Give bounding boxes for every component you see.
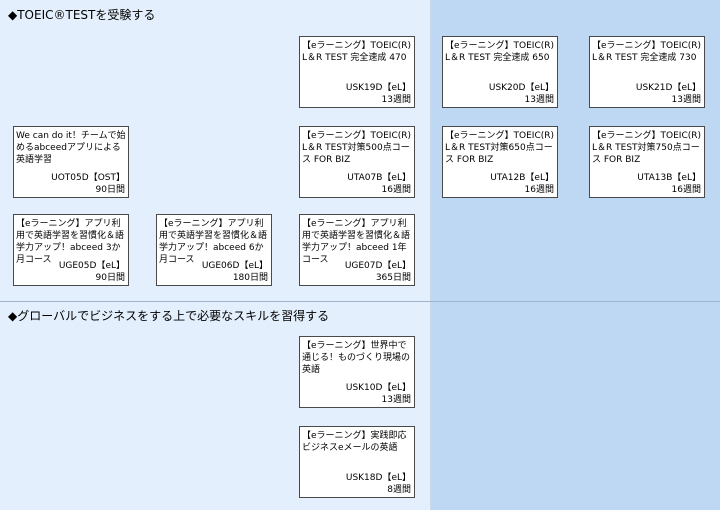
- course-card-uge07d[interactable]: 【eラーニング】アプリ利用で英語学習を習慣化＆語学力アップ！abceed 1年コ…: [299, 214, 415, 286]
- course-title: 【eラーニング】アプリ利用で英語学習を習慣化＆語学力アップ！abceed 3か月…: [16, 219, 125, 265]
- course-card-uot05d[interactable]: We can do it！チームで始めるabceedアプリによる英語学習 UOT…: [13, 126, 129, 198]
- course-duration: 13週間: [524, 95, 554, 105]
- course-title: 【eラーニング】TOEIC(R) L＆R TEST 完全速成 730: [592, 41, 702, 63]
- course-code: UGE06D【eL】: [201, 261, 268, 271]
- course-title: 【eラーニング】TOEIC(R) L＆R TEST対策500点コース FOR B…: [302, 131, 412, 165]
- section-heading-toeic: ◆TOEIC®TESTを受験する: [8, 8, 156, 22]
- course-code: USK20D【eL】: [488, 83, 554, 93]
- course-card-uge05d[interactable]: 【eラーニング】アプリ利用で英語学習を習慣化＆語学力アップ！abceed 3か月…: [13, 214, 129, 286]
- course-card-usk19d[interactable]: 【eラーニング】TOEIC(R) L＆R TEST 完全速成 470 USK19…: [299, 36, 415, 108]
- course-card-uge06d[interactable]: 【eラーニング】アプリ利用で英語学習を習慣化＆語学力アップ！abceed 6か月…: [156, 214, 272, 286]
- course-duration: 180日間: [232, 273, 268, 283]
- course-card-usk20d[interactable]: 【eラーニング】TOEIC(R) L＆R TEST 完全速成 650 USK20…: [442, 36, 558, 108]
- course-code: UTA07B【eL】: [347, 173, 411, 183]
- course-title: 【eラーニング】実践即応 ビジネスeメールの英語: [302, 431, 407, 453]
- course-code: UTA13B【eL】: [637, 173, 701, 183]
- course-duration: 16週間: [524, 185, 554, 195]
- course-duration: 16週間: [671, 185, 701, 195]
- section-heading-global-business: ◆グローバルでビジネスをする上で必要なスキルを習得する: [8, 309, 330, 323]
- course-card-uta13b[interactable]: 【eラーニング】TOEIC(R) L＆R TEST対策750点コース FOR B…: [589, 126, 705, 198]
- course-code: USK21D【eL】: [635, 83, 701, 93]
- course-code: USK10D【eL】: [345, 383, 411, 393]
- course-duration: 13週間: [381, 95, 411, 105]
- course-code: UGE07D【eL】: [344, 261, 411, 271]
- course-code: USK19D【eL】: [345, 83, 411, 93]
- course-title: 【eラーニング】アプリ利用で英語学習を習慣化＆語学力アップ！abceed 6か月…: [159, 219, 268, 265]
- course-title: 【eラーニング】TOEIC(R) L＆R TEST対策650点コース FOR B…: [445, 131, 555, 165]
- course-card-usk21d[interactable]: 【eラーニング】TOEIC(R) L＆R TEST 完全速成 730 USK21…: [589, 36, 705, 108]
- course-code: UOT05D【OST】: [51, 173, 125, 183]
- course-duration: 8週間: [387, 485, 411, 495]
- column-divider: [430, 0, 431, 510]
- course-duration: 13週間: [381, 395, 411, 405]
- course-card-uta12b[interactable]: 【eラーニング】TOEIC(R) L＆R TEST対策650点コース FOR B…: [442, 126, 558, 198]
- section-divider: [0, 301, 720, 302]
- course-title: We can do it！チームで始めるabceedアプリによる英語学習: [16, 131, 126, 165]
- course-duration: 90日間: [95, 273, 125, 283]
- course-duration: 13週間: [671, 95, 701, 105]
- course-code: USK18D【eL】: [345, 473, 411, 483]
- course-code: UGE05D【eL】: [58, 261, 125, 271]
- course-duration: 365日間: [375, 273, 411, 283]
- course-duration: 16週間: [381, 185, 411, 195]
- course-duration: 90日間: [95, 185, 125, 195]
- course-title: 【eラーニング】アプリ利用で英語学習を習慣化＆語学力アップ！abceed 1年コ…: [302, 219, 411, 265]
- course-card-uta07b[interactable]: 【eラーニング】TOEIC(R) L＆R TEST対策500点コース FOR B…: [299, 126, 415, 198]
- course-card-usk10d[interactable]: 【eラーニング】世界中で通じる！ものづくり現場の英語 USK10D【eL】 13…: [299, 336, 415, 408]
- course-title: 【eラーニング】TOEIC(R) L＆R TEST 完全速成 650: [445, 41, 555, 63]
- course-title: 【eラーニング】TOEIC(R) L＆R TEST対策750点コース FOR B…: [592, 131, 702, 165]
- course-code: UTA12B【eL】: [490, 173, 554, 183]
- course-card-usk18d[interactable]: 【eラーニング】実践即応 ビジネスeメールの英語 USK18D【eL】 8週間: [299, 426, 415, 498]
- course-title: 【eラーニング】TOEIC(R) L＆R TEST 完全速成 470: [302, 41, 412, 63]
- course-title: 【eラーニング】世界中で通じる！ものづくり現場の英語: [302, 341, 411, 375]
